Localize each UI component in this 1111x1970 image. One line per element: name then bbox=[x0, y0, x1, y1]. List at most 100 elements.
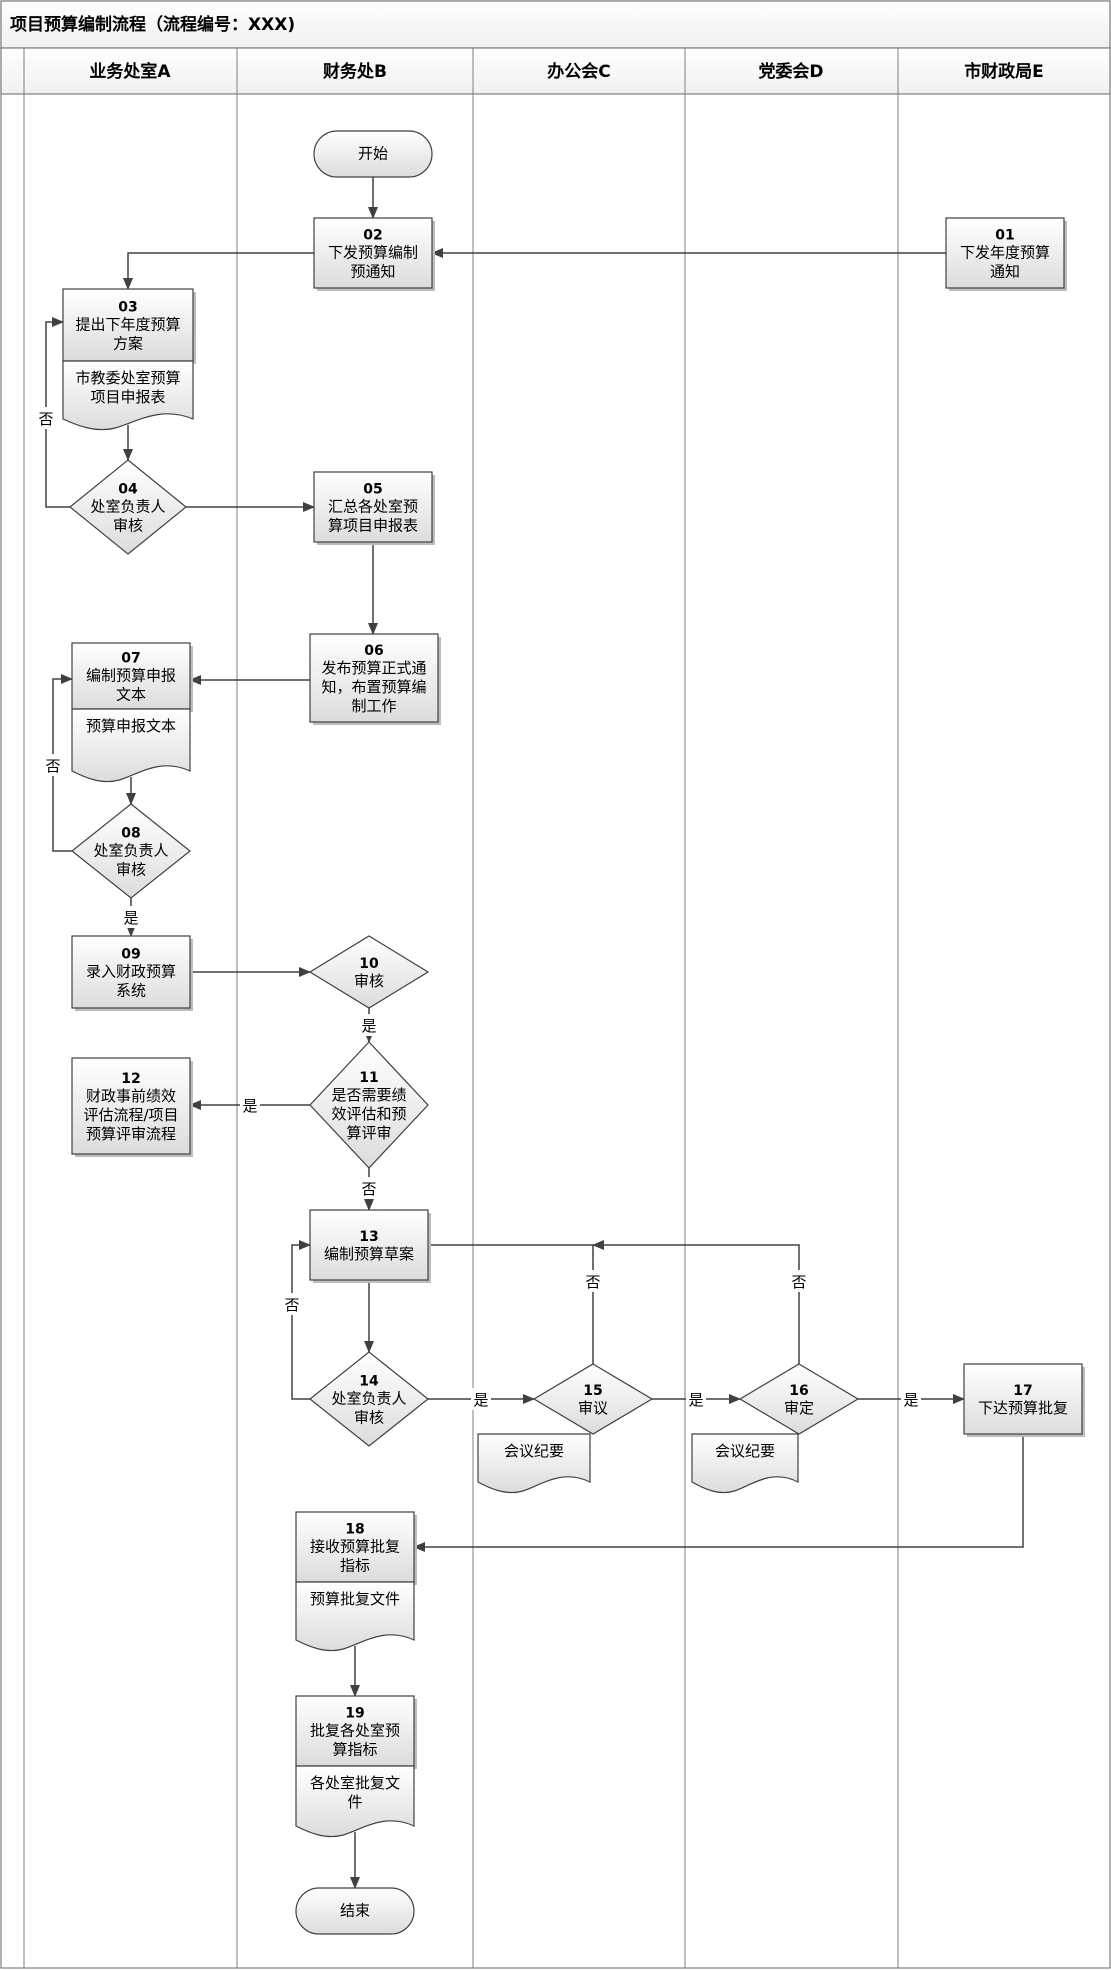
node-shape bbox=[69, 459, 187, 555]
node-label-line: 效评估和预 bbox=[331, 1105, 406, 1123]
node-label-line: 审定 bbox=[784, 1399, 814, 1417]
node-label-line: 指标 bbox=[340, 1557, 370, 1575]
node-number: 09 bbox=[121, 947, 140, 963]
edge-label-bg bbox=[583, 1270, 603, 1292]
node-label-line: 编制预算申报 bbox=[86, 667, 176, 685]
node-label-line: 审核 bbox=[354, 1409, 384, 1427]
node-number: 11 bbox=[359, 1070, 378, 1086]
node-number: 17 bbox=[1013, 1383, 1032, 1399]
edge-label-bg bbox=[121, 906, 141, 928]
node-label-line: 预算评审流程 bbox=[86, 1125, 176, 1143]
node-shape bbox=[313, 217, 433, 289]
node-shape bbox=[71, 1057, 191, 1155]
node-label-line: 预通知 bbox=[350, 263, 395, 281]
edge-label: 否 bbox=[585, 1273, 600, 1291]
edge-label-bg bbox=[36, 407, 56, 429]
node-label-line: 预算批复文件 bbox=[310, 1590, 400, 1608]
node-label-line: 会议纪要 bbox=[715, 1442, 775, 1460]
node-number: 05 bbox=[363, 482, 382, 498]
node-label-line: 方案 bbox=[113, 335, 143, 353]
nodes-layer: 开始01下发年度预算通知02下发预算编制预通知03提出下年度预算方案市教委处室预… bbox=[62, 130, 1085, 1935]
edge-label: 否 bbox=[38, 410, 53, 428]
node-label-line: 发布预算正式通 bbox=[321, 659, 426, 677]
node-label-line: 结束 bbox=[340, 1902, 370, 1920]
node-number: 01 bbox=[995, 228, 1014, 244]
node-shape bbox=[295, 1887, 415, 1935]
edge-label: 是 bbox=[903, 1391, 918, 1409]
node-label-line: 系统 bbox=[116, 982, 146, 1000]
node-number: 13 bbox=[359, 1229, 378, 1245]
node-number: 18 bbox=[345, 1522, 364, 1538]
node-shape bbox=[691, 1433, 799, 1494]
node-number: 16 bbox=[789, 1383, 808, 1399]
edge-label: 否 bbox=[45, 757, 60, 775]
node-label-line: 算指标 bbox=[332, 1741, 377, 1759]
edge-label: 是 bbox=[473, 1391, 488, 1409]
node-label-line: 处室负责人 bbox=[331, 1390, 406, 1408]
node-label-line: 是否需要绩 bbox=[331, 1086, 406, 1104]
node-label-line: 提出下年度预算 bbox=[75, 316, 180, 334]
node-label-line: 项目申报表 bbox=[90, 388, 165, 406]
node-shape bbox=[71, 642, 191, 710]
node-number: 07 bbox=[121, 651, 140, 667]
node-shape bbox=[295, 1765, 415, 1838]
node-label-line: 汇总各处室预 bbox=[328, 498, 418, 516]
node-label-line: 制工作 bbox=[351, 697, 396, 715]
node-label-line: 文本 bbox=[116, 686, 146, 704]
lane-header-b: 财务处B bbox=[322, 61, 387, 82]
edge-label-bg bbox=[43, 754, 63, 776]
diagram-title: 项目预算编制流程（流程编号：XXX) bbox=[10, 14, 295, 35]
edges-layer bbox=[45, 177, 1024, 1889]
node-label-line: 编制预算草案 bbox=[324, 1245, 414, 1263]
edge-label-bg bbox=[901, 1388, 921, 1410]
node-shape bbox=[963, 1363, 1083, 1435]
node-label-line: 各处室批复文 bbox=[310, 1774, 400, 1792]
node-shape bbox=[313, 130, 433, 178]
node-shape bbox=[295, 1581, 415, 1652]
edge-label: 否 bbox=[361, 1180, 376, 1198]
node-number: 06 bbox=[364, 643, 383, 659]
node-label-line: 件 bbox=[347, 1793, 362, 1811]
edge-02-03 bbox=[123, 252, 314, 290]
edge-label-bg bbox=[686, 1388, 706, 1410]
node-number: 19 bbox=[345, 1706, 364, 1722]
node-label-line: 算评审 bbox=[346, 1124, 391, 1142]
node-label-line: 录入财政预算 bbox=[86, 963, 176, 981]
node-label-line: 开始 bbox=[358, 145, 388, 163]
edge-label: 是 bbox=[123, 909, 138, 927]
lane-header-band bbox=[0, 47, 1111, 95]
node-label-line: 批复各处室预 bbox=[310, 1722, 400, 1740]
node-label-line: 下发年度预算 bbox=[960, 244, 1050, 262]
node-number: 10 bbox=[359, 956, 379, 972]
lane-header-c: 办公会C bbox=[547, 61, 610, 82]
node-label-line: 处室负责人 bbox=[93, 842, 168, 860]
node-end: 结束 bbox=[295, 1887, 415, 1935]
node-label-line: 通知 bbox=[990, 263, 1020, 281]
node-d18: 预算批复文件 bbox=[295, 1581, 415, 1652]
node-label-line: 审核 bbox=[354, 972, 384, 990]
node-shape bbox=[309, 1209, 429, 1281]
node-number: 02 bbox=[363, 228, 382, 244]
node-label-line: 审核 bbox=[113, 517, 143, 535]
node-label-line: 算项目申报表 bbox=[328, 517, 418, 535]
node-shape bbox=[295, 1511, 415, 1583]
node-label-line: 评估流程/项目 bbox=[83, 1106, 178, 1124]
node-start: 开始 bbox=[313, 130, 433, 178]
node-shape bbox=[71, 803, 191, 899]
